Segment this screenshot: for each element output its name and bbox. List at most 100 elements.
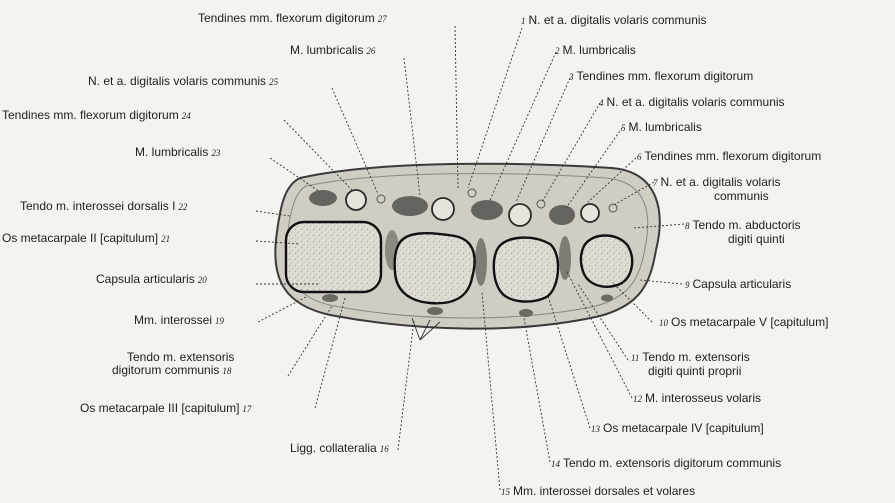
label-13-num: 13: [591, 424, 600, 434]
label-11-text2: digiti quinti proprii: [628, 365, 750, 378]
flexor-tendon-3: [432, 198, 454, 220]
lumbrical-muscle-4: [549, 205, 575, 225]
interosseus-3: [559, 236, 571, 280]
label-3-text: Tendines mm. flexorum digitorum: [577, 69, 754, 83]
label-7-num: 7: [653, 178, 658, 188]
label-8-text2: digiti quinti: [682, 233, 801, 246]
label-17-num: 17: [242, 404, 251, 414]
flexor-tendon-5: [581, 204, 599, 222]
label-25-num: 25: [269, 77, 278, 87]
label-4-text: N. et a. digitalis volaris communis: [607, 95, 785, 109]
label-20-num: 20: [198, 275, 207, 285]
label-2-text: M. lumbricalis: [563, 43, 636, 57]
label-20-text: Capsula articularis: [96, 272, 195, 286]
flexor-tendon-4: [509, 204, 531, 226]
label-27-num: 27: [378, 14, 387, 24]
label-4-num: 4: [599, 98, 604, 108]
label-9: 9Capsula articularis: [682, 278, 791, 292]
label-14-num: 14: [551, 459, 560, 469]
extensor-tendon-3: [519, 309, 533, 317]
label-21-text: Os metacarpale II [capitulum]: [2, 231, 158, 245]
label-22-text: Tendo m. interossei dorsalis I: [20, 199, 175, 213]
label-21: Os metacarpale II [capitulum]21: [2, 232, 173, 246]
label-1-text: N. et a. digitalis volaris communis: [529, 13, 707, 27]
label-24-text: Tendines mm. flexorum digitorum: [2, 108, 179, 122]
label-17-text: Os metacarpale III [capitulum]: [80, 401, 239, 415]
label-27: Tendines mm. flexorum digitorum27: [198, 12, 390, 26]
label-12-num: 12: [633, 394, 642, 404]
lumbrical-muscle-1: [309, 190, 337, 206]
label-5-text: M. lumbricalis: [629, 120, 702, 134]
label-6-text: Tendines mm. flexorum digitorum: [645, 149, 822, 163]
label-11-num: 11: [631, 353, 639, 363]
label-22-num: 22: [178, 202, 187, 212]
label-19-num: 19: [215, 316, 224, 326]
lumbrical-muscle-3: [471, 200, 503, 220]
extensor-tendon-4: [601, 295, 613, 302]
extensor-tendon-2: [427, 307, 443, 315]
label-11-text: Tendo m. extensoris: [642, 350, 749, 364]
label-17: Os metacarpale III [capitulum]17: [80, 402, 254, 416]
label-18-text2: digitorum communis: [112, 363, 219, 377]
label-8-text: Tendo m. abductoris: [693, 218, 801, 232]
metacarpal-iii-head: [395, 233, 475, 303]
label-14-text: Tendo m. extensoris digitorum communis: [563, 456, 781, 470]
label-7-text2: communis: [650, 190, 781, 203]
label-9-num: 9: [685, 280, 690, 290]
label-3-num: 3: [569, 72, 574, 82]
label-14: 14Tendo m. extensoris digitorum communis: [548, 457, 781, 471]
label-23-num: 23: [211, 148, 220, 158]
label-26-num: 26: [366, 46, 375, 56]
label-7-text: N. et a. digitalis volaris: [661, 175, 781, 189]
extensor-tendon-1: [322, 294, 338, 302]
label-12-text: M. interosseus volaris: [645, 391, 761, 405]
label-9-text: Capsula articularis: [693, 277, 792, 291]
label-5-num: 5: [621, 123, 626, 133]
label-16-text: Ligg. collateralia: [290, 441, 377, 455]
metacarpal-v-head: [581, 236, 632, 287]
label-16-num: 16: [380, 444, 389, 454]
label-15-text: Mm. interossei dorsales et volares: [513, 484, 695, 498]
label-24-num: 24: [182, 111, 191, 121]
label-2-num: 2: [555, 46, 560, 56]
label-10-num: 10: [659, 318, 668, 328]
metacarpal-ii-head: [286, 222, 381, 292]
metacarpal-iv-head: [494, 238, 558, 302]
label-10-text: Os metacarpale V [capitulum]: [671, 315, 828, 329]
label-23-text: M. lumbricalis: [135, 145, 208, 159]
label-15-num: 15: [501, 487, 510, 497]
label-27-text: Tendines mm. flexorum digitorum: [198, 11, 375, 25]
label-8-num: 8: [685, 221, 690, 231]
interosseus-2: [475, 238, 487, 286]
label-19-text: Mm. interossei: [134, 313, 212, 327]
flexor-tendon-2: [346, 190, 366, 210]
lumbrical-muscle-2: [392, 196, 428, 216]
label-25-text: N. et a. digitalis volaris communis: [88, 74, 266, 88]
label-18-num: 18: [222, 366, 231, 376]
label-1-num: 1: [521, 16, 526, 26]
label-13-text: Os metacarpale IV [capitulum]: [603, 421, 764, 435]
label-26-text: M. lumbricalis: [290, 43, 363, 57]
label-6-num: 6: [637, 152, 642, 162]
